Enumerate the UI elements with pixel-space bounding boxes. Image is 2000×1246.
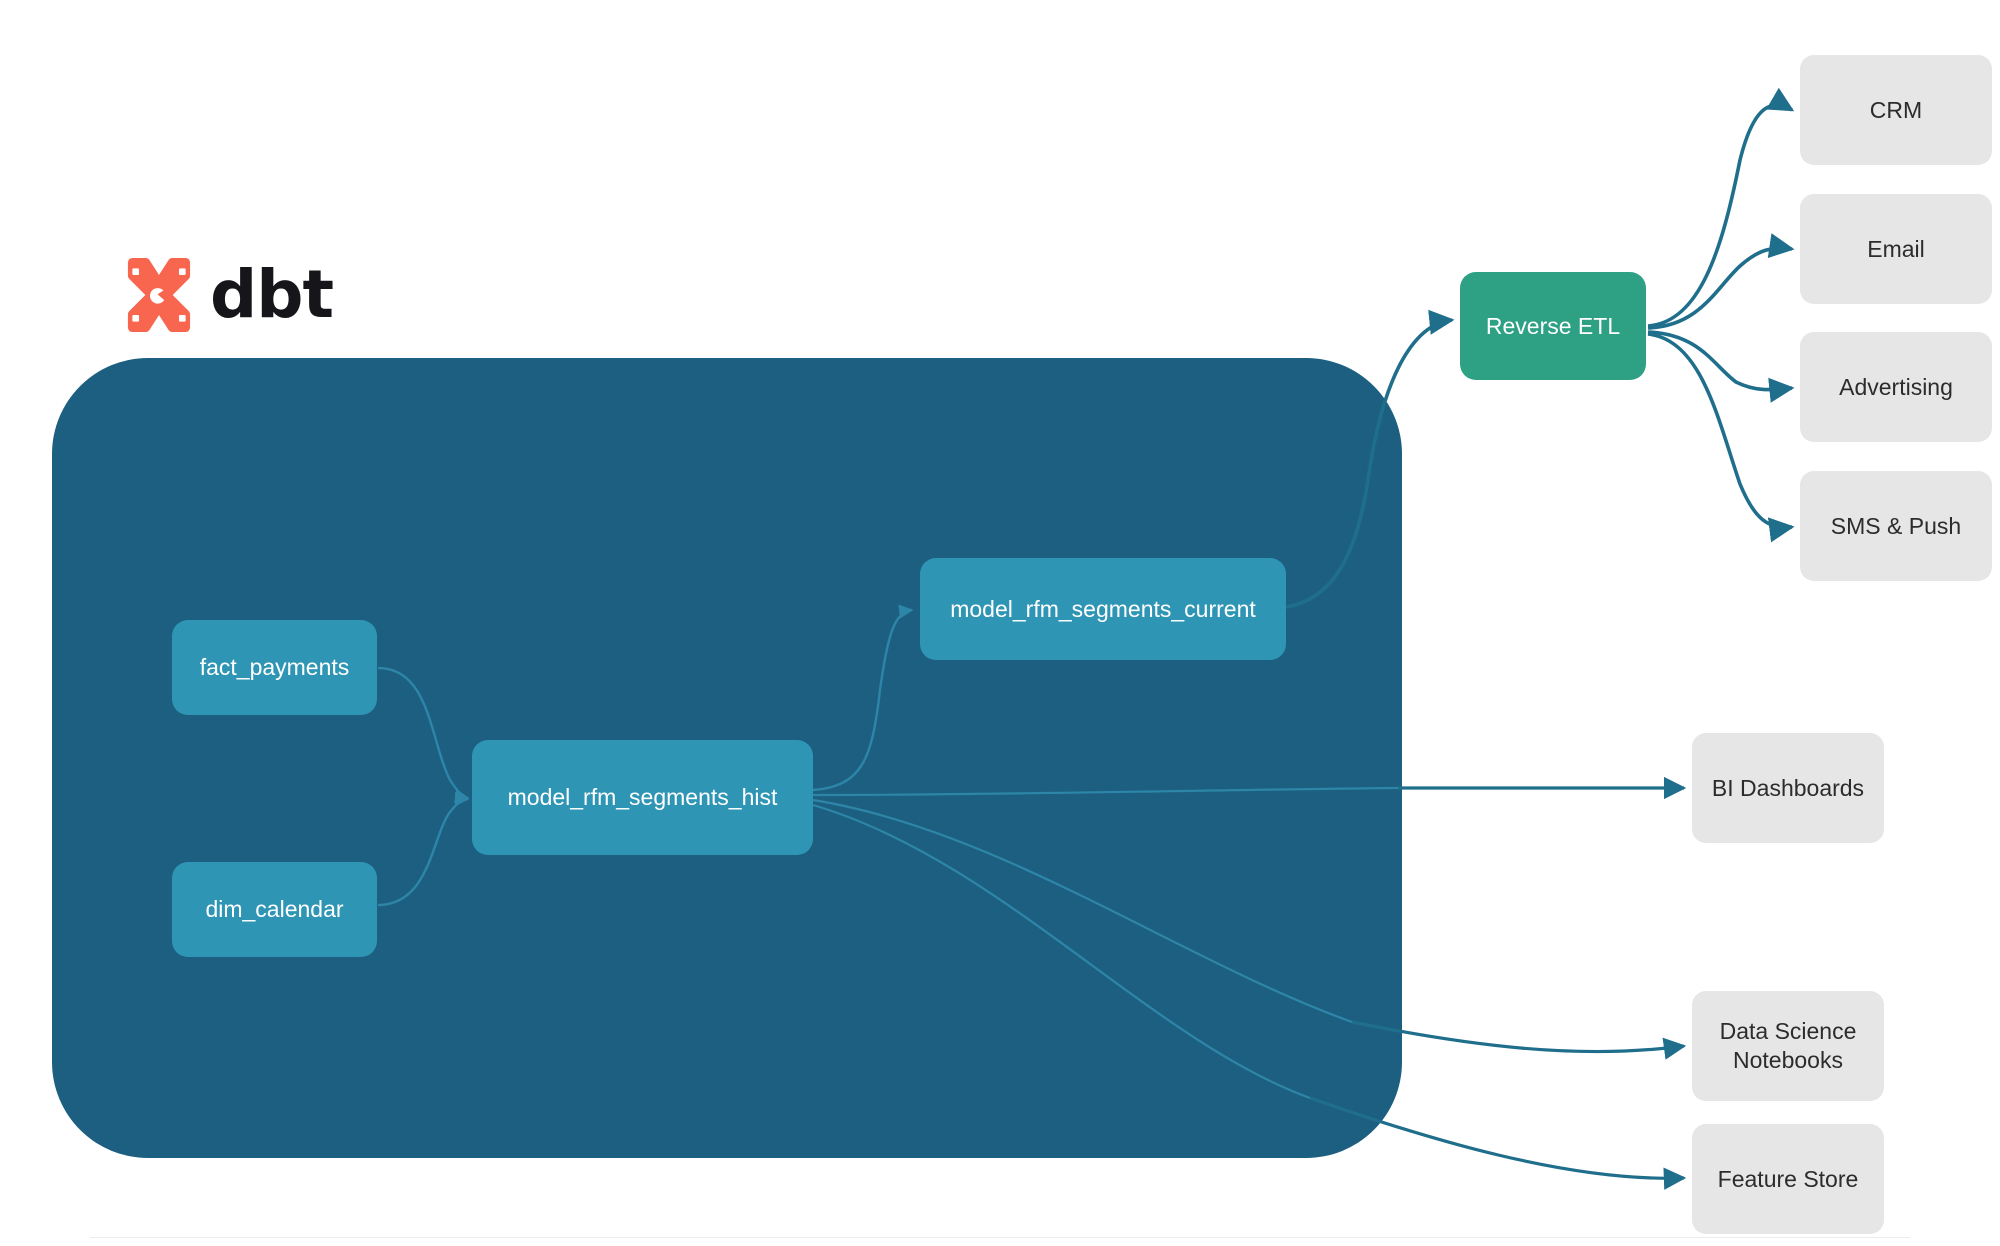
node-data-science-notebooks[interactable]: Data Science Notebooks <box>1692 991 1884 1101</box>
node-dim-calendar[interactable]: dim_calendar <box>172 862 377 957</box>
node-label: Email <box>1867 235 1925 262</box>
node-label: model_rfm_segments_current <box>950 595 1256 622</box>
edge-reverse-etl-to-advertising <box>1647 330 1795 403</box>
node-label: Data Science Notebooks <box>1719 1018 1857 1073</box>
node-bi-dashboards[interactable]: BI Dashboards <box>1692 733 1884 843</box>
edge-reverse-etl-to-sms-push <box>1647 332 1795 543</box>
node-sms-push[interactable]: SMS & Push <box>1800 471 1992 581</box>
dbt-wordmark: dbt <box>210 256 334 333</box>
node-label: fact_payments <box>199 654 350 681</box>
edge-reverse-etl-to-crm <box>1647 87 1795 328</box>
node-label: model_rfm_segments_hist <box>507 784 778 811</box>
node-reverse-etl[interactable]: Reverse ETL <box>1460 272 1646 380</box>
node-label: Reverse ETL <box>1485 312 1621 339</box>
node-label: Advertising <box>1839 373 1953 400</box>
node-label: CRM <box>1869 96 1923 123</box>
page-divider <box>90 1237 1910 1238</box>
node-label: SMS & Push <box>1830 512 1962 539</box>
node-model-rfm-segments-current[interactable]: model_rfm_segments_current <box>920 558 1286 660</box>
node-fact-payments[interactable]: fact_payments <box>172 620 377 715</box>
node-label: Feature Store <box>1717 1165 1859 1192</box>
edge-reverse-etl-to-email <box>1647 233 1795 330</box>
node-email[interactable]: Email <box>1800 194 1992 304</box>
node-model-rfm-segments-hist[interactable]: model_rfm_segments_hist <box>472 740 813 855</box>
node-feature-store[interactable]: Feature Store <box>1692 1124 1884 1234</box>
node-advertising[interactable]: Advertising <box>1800 332 1992 442</box>
node-crm[interactable]: CRM <box>1800 55 1992 165</box>
dbt-logo-icon <box>127 258 191 332</box>
dbt-logo: dbt <box>122 256 334 333</box>
node-label: dim_calendar <box>205 896 344 923</box>
node-label: BI Dashboards <box>1711 774 1865 801</box>
